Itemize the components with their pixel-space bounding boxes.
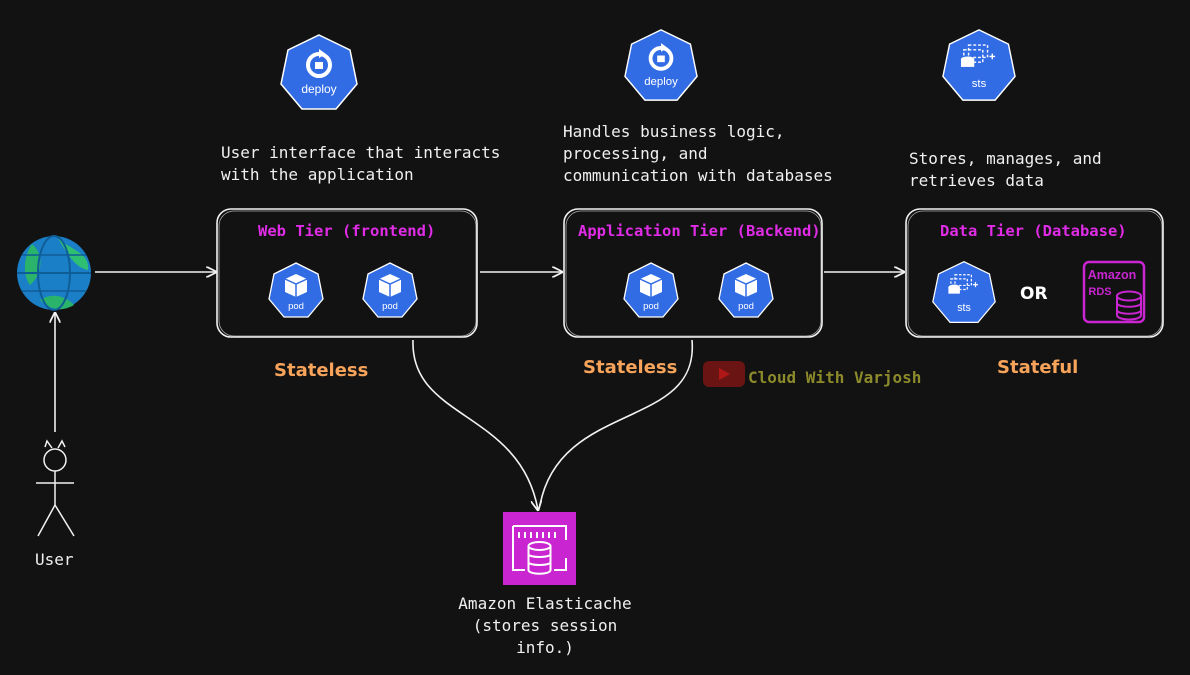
arrow-app-to-cache [539,339,693,506]
svg-text:sts: sts [972,78,987,90]
youtube-icon [703,361,745,387]
deploy-icon: deploy [624,29,698,101]
app-tier-box [563,208,823,338]
globe-icon [17,235,91,311]
svg-text:pod: pod [738,301,754,312]
pod-icon: pod [623,262,679,318]
elasticache-label: Amazon Elasticache (stores session info.… [458,594,632,657]
data-tier-description: Stores, manages, and retrieves data [909,149,1102,190]
app-tier-state: Stateless [583,357,678,378]
user-figure [36,439,75,537]
svg-text:RDS: RDS [1088,286,1111,298]
or-label: OR [1020,284,1048,304]
web-tier-description: User interface that interacts with the a… [221,143,501,184]
statefulset-icon: sts [932,260,996,323]
user-label: User [35,550,74,569]
amazon-rds-icon: Amazon RDS [1082,260,1146,324]
app-tier-description: Handles business logic, processing, and … [563,122,833,185]
svg-text:Amazon: Amazon [1088,268,1137,282]
data-tier-state: Stateful [997,357,1079,378]
deploy-icon: deploy [280,34,358,110]
svg-text:pod: pod [643,301,659,312]
svg-text:pod: pod [288,301,304,312]
svg-text:sts: sts [957,302,971,314]
svg-text:pod: pod [382,301,398,312]
svg-text:deploy: deploy [301,82,336,96]
elasticache-icon [503,512,576,585]
svg-text:deploy: deploy [644,76,678,88]
channel-name: Cloud With Varjosh [748,368,922,387]
data-tier-title: Data Tier (Database) [940,222,1127,240]
web-tier-state: Stateless [274,360,369,381]
pod-icon: pod [362,262,418,318]
statefulset-icon: sts [942,29,1016,101]
app-tier-title: Application Tier (Backend) [578,222,821,240]
pod-icon: pod [718,262,774,318]
data-tier-box [905,208,1164,338]
web-tier-title: Web Tier (frontend) [258,222,436,240]
arrow-web-to-cache [412,339,538,510]
pod-icon: pod [268,262,324,318]
